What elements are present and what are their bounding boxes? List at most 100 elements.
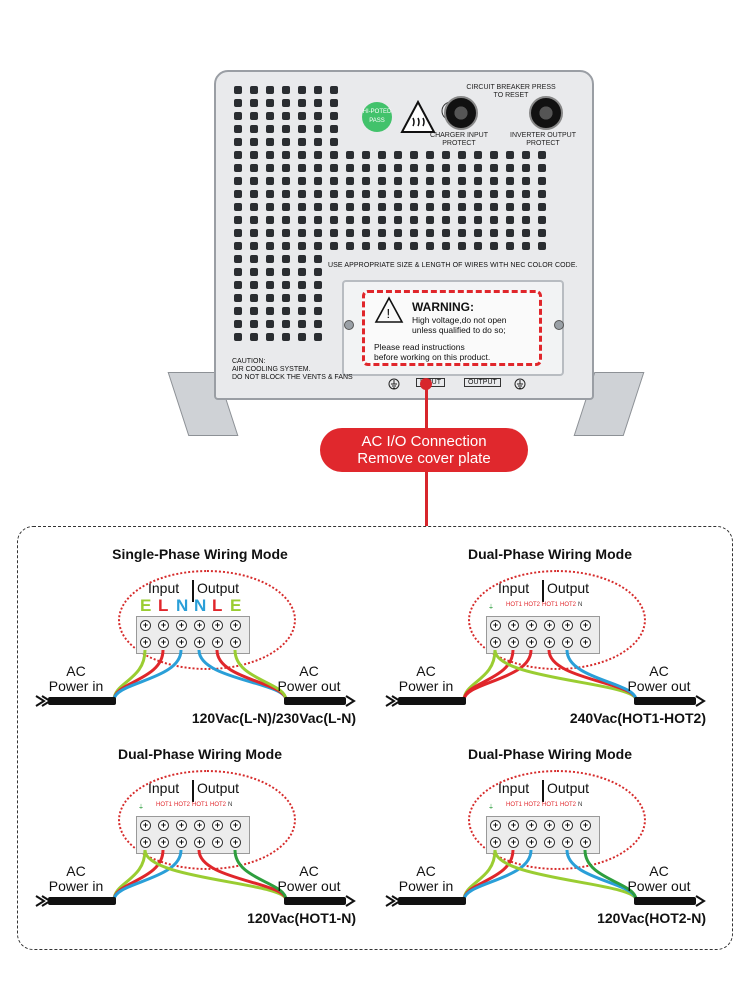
- vent-hole: [282, 112, 290, 120]
- vent-hole: [362, 229, 370, 237]
- vent-hole: [362, 190, 370, 198]
- vent-hole: [490, 242, 498, 250]
- vent-hole: [234, 99, 242, 107]
- vent-hole: [314, 229, 322, 237]
- vent-hole: [458, 177, 466, 185]
- vent-hole: [330, 99, 338, 107]
- vent-hole: [458, 164, 466, 172]
- vent-hole: [394, 216, 402, 224]
- vent-hole: [282, 333, 290, 341]
- terminal-screw: +: [562, 820, 573, 831]
- vent-hole: [426, 164, 434, 172]
- cover-screw-left: [344, 320, 354, 330]
- vent-hole: [362, 151, 370, 159]
- terminal-label: HOT2: [560, 602, 577, 608]
- ground-icon: [514, 377, 526, 395]
- terminal-label: HOT2: [524, 802, 541, 808]
- vent-hole: [282, 242, 290, 250]
- input-cable: [398, 697, 466, 705]
- wire: [493, 649, 638, 701]
- vent-hole: [250, 138, 258, 146]
- vent-hole: [234, 320, 242, 328]
- warning-triangle-icon: !: [374, 296, 404, 329]
- vent-hole: [298, 255, 306, 263]
- vent-hole: [410, 216, 418, 224]
- output-cable: [634, 697, 696, 705]
- ac-out-line-1: AC: [649, 663, 669, 679]
- vent-hole: [266, 216, 274, 224]
- vent-hole: [330, 177, 338, 185]
- terminal-label: E: [140, 596, 152, 615]
- vent-hole: [378, 151, 386, 159]
- terminal-label: N: [578, 602, 583, 608]
- terminal-screw: +: [490, 637, 501, 648]
- ac-in-line-2: Power in: [398, 678, 454, 694]
- terminal-screw: +: [526, 637, 537, 648]
- vent-hole: [282, 86, 290, 94]
- wire: [583, 849, 638, 901]
- charger-breaker-button[interactable]: [444, 96, 478, 130]
- terminal-label: HOT1: [542, 602, 559, 608]
- vent-hole: [234, 138, 242, 146]
- vent-hole: [410, 242, 418, 250]
- inverter-breaker-button[interactable]: [529, 96, 563, 130]
- ac-out-line-2: Power out: [627, 878, 691, 894]
- vent-hole: [234, 164, 242, 172]
- vent-hole: [266, 177, 274, 185]
- terminal-highlight-ring: [468, 770, 646, 870]
- warning-line-1: High voltage,do not open: [412, 315, 507, 325]
- terminal-label: N: [176, 596, 189, 615]
- warning-line-4: before working on this product.: [374, 352, 491, 362]
- vent-hole: [298, 268, 306, 276]
- vent-hole: [234, 333, 242, 341]
- vent-hole: [298, 216, 306, 224]
- inverter-output-label: INVERTER OUTPUT PROTECT: [510, 132, 576, 147]
- vent-hole: [250, 164, 258, 172]
- vent-hole: [458, 203, 466, 211]
- vent-hole: [442, 229, 450, 237]
- vent-hole: [282, 138, 290, 146]
- vent-hole: [314, 281, 322, 289]
- vent-hole: [378, 190, 386, 198]
- vent-hole: [362, 177, 370, 185]
- voltage-rating: 120Vac(HOT2-N): [597, 910, 706, 926]
- vent-hole: [250, 281, 258, 289]
- vent-hole: [266, 86, 274, 94]
- ac-in-line-2: Power in: [398, 878, 454, 894]
- vent-hole: [266, 203, 274, 211]
- vent-hole: [314, 216, 322, 224]
- vent-hole: [346, 164, 354, 172]
- output-cable: [284, 697, 346, 705]
- terminal-highlight-ring: [468, 570, 646, 670]
- terminal-label: L: [212, 596, 223, 615]
- vent-hole: [266, 229, 274, 237]
- vent-hole: [314, 177, 322, 185]
- terminal-screw: +: [508, 620, 519, 631]
- svg-text:!: !: [387, 306, 391, 321]
- output-label: Output: [197, 580, 240, 596]
- wires: [35, 649, 356, 707]
- ac-out-line-2: Power out: [277, 878, 341, 894]
- vent-hole: [442, 190, 450, 198]
- vent-hole: [250, 229, 258, 237]
- terminal-label: HOT2: [210, 802, 227, 808]
- ac-out-line-1: AC: [299, 863, 319, 879]
- vent-hole: [282, 203, 290, 211]
- terminal-screw: +: [526, 820, 537, 831]
- vent-hole: [362, 164, 370, 172]
- vent-hole: [442, 151, 450, 159]
- terminal-screw: +: [508, 637, 519, 648]
- vent-hole: [314, 294, 322, 302]
- ac-out-line-2: Power out: [277, 678, 341, 694]
- vent-hole: [522, 242, 530, 250]
- terminal-screw: +: [562, 637, 573, 648]
- input-label: Input: [498, 580, 530, 596]
- vent-hole: [282, 255, 290, 263]
- vent-hole: [490, 216, 498, 224]
- ac-out-line-1: AC: [299, 663, 319, 679]
- cover-screw-right: [554, 320, 564, 330]
- vent-hole: [458, 242, 466, 250]
- vent-hole: [362, 203, 370, 211]
